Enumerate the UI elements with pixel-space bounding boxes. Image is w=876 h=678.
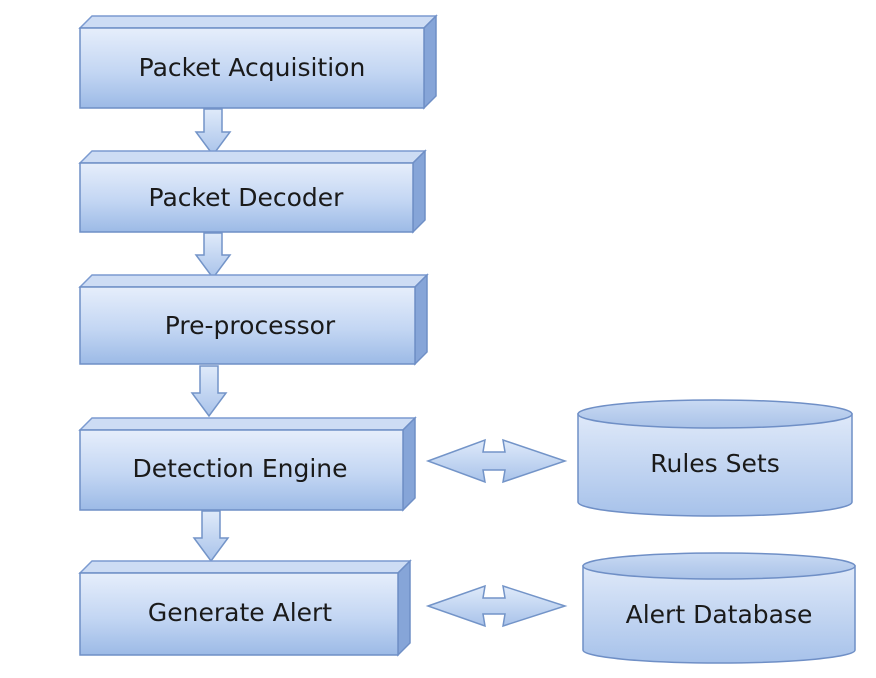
bidirectional-arrow-rules [425, 438, 568, 484]
step-label: Packet Decoder [149, 183, 345, 212]
bidirectional-arrow-alerts [425, 584, 568, 628]
step-packet-acquisition: Packet Acquisition [78, 14, 438, 110]
datastore-rules-sets: Rules Sets [577, 399, 853, 517]
step-label: Pre-processor [165, 311, 336, 340]
step-generate-alert: Generate Alert [78, 559, 412, 657]
down-arrow [194, 232, 232, 280]
step-pre-processor: Pre-processor [78, 273, 429, 366]
datastore-alert-database: Alert Database [582, 552, 856, 664]
step-label: Detection Engine [132, 454, 347, 483]
datastore-label: Alert Database [626, 600, 813, 629]
step-label: Generate Alert [148, 598, 332, 627]
step-label: Packet Acquisition [139, 53, 366, 82]
down-arrow [194, 108, 232, 157]
down-arrow [192, 510, 230, 563]
step-packet-decoder: Packet Decoder [78, 149, 427, 234]
step-detection-engine: Detection Engine [78, 416, 417, 512]
datastore-label: Rules Sets [650, 449, 779, 478]
down-arrow [190, 365, 228, 418]
